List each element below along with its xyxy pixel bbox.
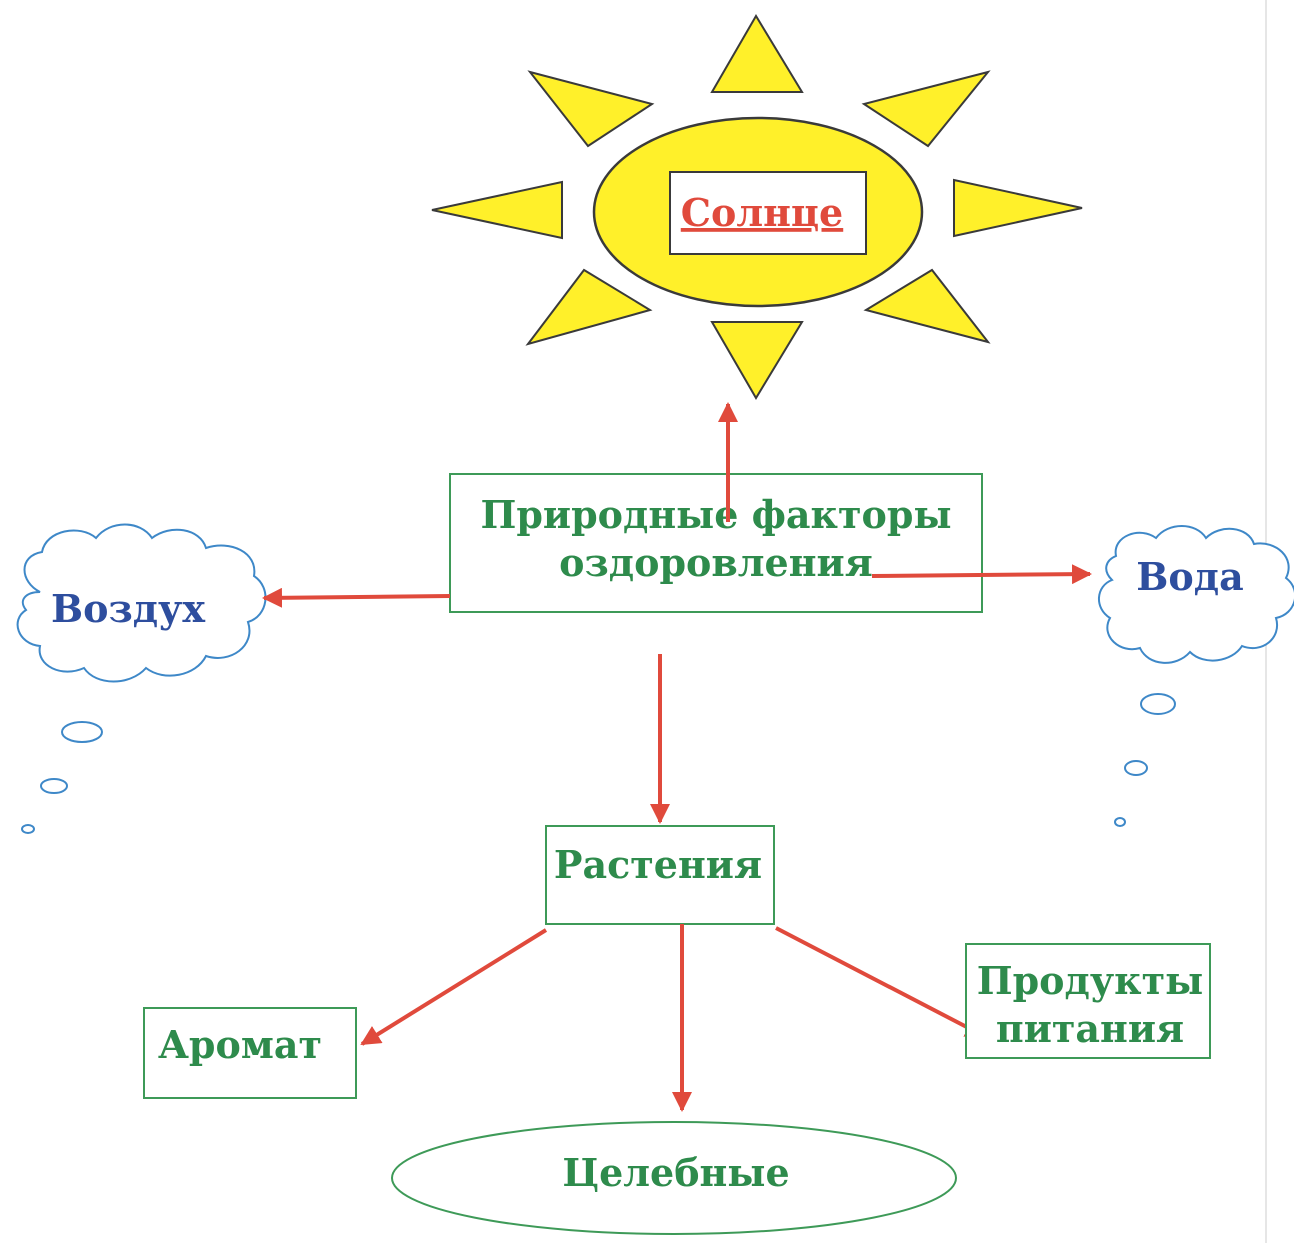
arrow-to-food	[775, 926, 986, 1038]
food-box	[965, 943, 1211, 1059]
sun-ray	[861, 70, 991, 148]
arrow-to-water	[871, 564, 1092, 585]
air-label: Воздух	[51, 586, 205, 631]
center-label-line1: Природные факторы	[480, 492, 951, 537]
arrow-to-air	[262, 587, 451, 608]
center-box	[449, 473, 983, 613]
sun-ray	[953, 178, 1083, 238]
water-label: Вода	[1136, 554, 1243, 599]
food-label-line1: Продукты	[977, 958, 1204, 1003]
sun-ray	[527, 70, 655, 148]
sun-ray	[431, 180, 563, 240]
air-thought-bubble	[40, 778, 68, 794]
air-thought-bubble	[21, 824, 35, 834]
food-label-line2: питания	[996, 1006, 1184, 1051]
air-cloud-shape	[16, 523, 267, 683]
sun-ray	[710, 321, 804, 400]
arrow-to-aroma	[360, 928, 548, 1046]
sun-label: Солнце	[681, 190, 843, 235]
water-thought-bubble	[1140, 693, 1176, 715]
healing-label: Целебные	[562, 1150, 789, 1195]
plants-box	[545, 825, 775, 925]
air-thought-bubble	[61, 721, 103, 743]
sun-ray	[863, 268, 991, 344]
water-thought-bubble	[1124, 760, 1148, 776]
aroma-label: Аромат	[158, 1022, 322, 1067]
plants-label: Растения	[554, 842, 762, 887]
sun-ray	[525, 268, 653, 346]
aroma-box	[143, 1007, 357, 1099]
water-cloud-shape	[1098, 525, 1294, 664]
water-thought-bubble	[1114, 817, 1126, 827]
healing-ellipse	[391, 1121, 957, 1235]
center-label-line2: оздоровления	[559, 540, 873, 585]
sun-label-box	[669, 171, 867, 255]
sun-ray	[710, 14, 804, 93]
